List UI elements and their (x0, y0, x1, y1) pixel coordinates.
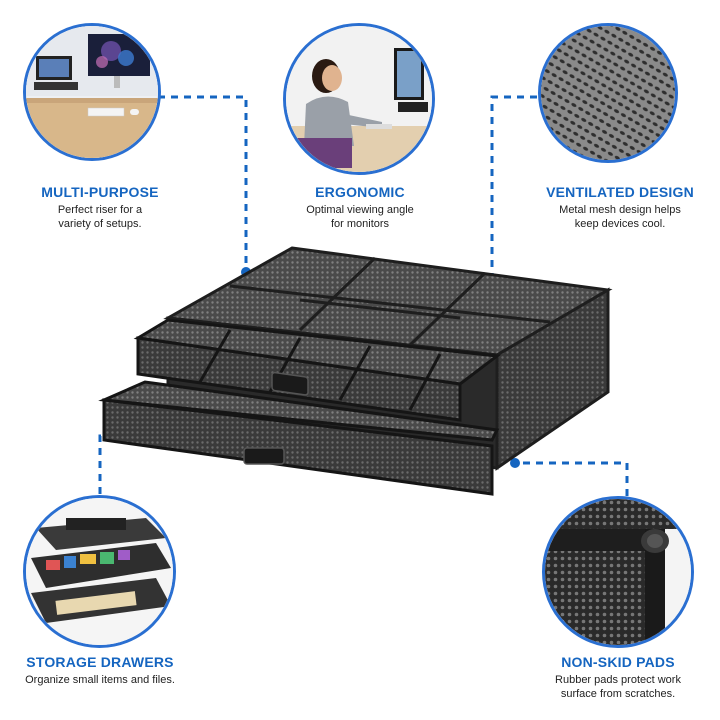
callout-ergonomic: ERGONOMIC Optimal viewing angle for moni… (272, 184, 448, 231)
lower-drawer-front (102, 398, 494, 496)
connector-ventilated (490, 95, 537, 276)
rubber-pad-closeup-photo (542, 496, 694, 648)
title-multi-purpose: MULTI-PURPOSE (41, 184, 159, 200)
connector-multi-purpose (158, 95, 248, 268)
title-storage: STORAGE DRAWERS (26, 654, 174, 670)
callout-storage: STORAGE DRAWERS Organize small items and… (8, 654, 192, 687)
mesh-closeup-photo (538, 23, 678, 163)
callout-non-skid: NON-SKID PADS Rubber pads protect work s… (528, 654, 708, 701)
title-ventilated: VENTILATED DESIGN (546, 184, 694, 200)
woman-at-monitor-photo (283, 23, 435, 175)
text-storage-1: Organize small items and files. (25, 674, 175, 686)
callout-ventilated: VENTILATED DESIGN Metal mesh design help… (530, 184, 710, 231)
connector-dot-non-skid (510, 458, 520, 468)
text-ergonomic-1: Optimal viewing angle (306, 204, 414, 216)
title-non-skid: NON-SKID PADS (561, 654, 675, 670)
text-ergonomic-2: for monitors (330, 218, 390, 230)
upper-drawer-handle (271, 371, 309, 396)
desk-setup-photo (23, 23, 161, 161)
text-multi-purpose-1: Perfect riser for a (57, 204, 143, 216)
lower-drawer-handle (243, 447, 285, 465)
title-ergonomic: ERGONOMIC (315, 184, 405, 200)
text-ventilated-2: keep devices cool. (574, 218, 666, 230)
lower-drawer-top (98, 380, 500, 442)
callout-multi-purpose: MULTI-PURPOSE Perfect riser for a variet… (15, 184, 185, 231)
text-ventilated-1: Metal mesh design helps (559, 204, 681, 216)
text-non-skid-1: Rubber pads protect work (555, 674, 681, 686)
drawer-contents-photo (23, 495, 176, 648)
text-non-skid-2: surface from scratches. (560, 688, 676, 700)
connector-non-skid (516, 461, 629, 496)
text-multi-purpose-2: variety of setups. (58, 218, 142, 230)
